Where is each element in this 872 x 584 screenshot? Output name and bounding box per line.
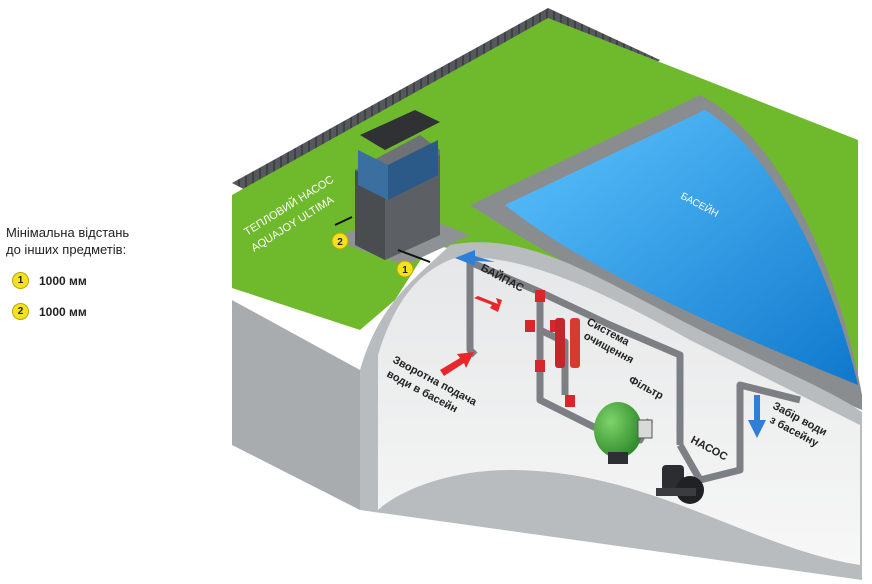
legend-item-2: 2 1000 мм xyxy=(6,303,206,320)
pipe-network xyxy=(466,258,801,484)
return-red-arrow xyxy=(440,352,474,376)
legend-title-line2: до інших предметів: xyxy=(6,242,127,257)
legend-title-line1: Мінімальна відстань xyxy=(6,225,130,240)
marker-2-label: 2 xyxy=(337,237,343,248)
marker-1: 1 xyxy=(396,260,414,278)
marker-1-label: 1 xyxy=(402,265,408,276)
distance-legend: Мінімальна відстань до інших предметів: … xyxy=(6,224,206,320)
marker-2: 2 xyxy=(331,232,349,250)
distance-arrow-1 xyxy=(397,249,431,263)
flow-arrows xyxy=(334,216,766,438)
inlet-red-arrow xyxy=(474,296,502,312)
legend-item-1: 1 1000 мм xyxy=(6,272,206,289)
bypass-arrow xyxy=(455,250,495,266)
marker-2-badge: 2 xyxy=(12,303,29,320)
intake-blue-arrow xyxy=(748,395,766,438)
water-pump xyxy=(656,465,704,504)
cleaning-system xyxy=(555,318,580,368)
front-left-wall xyxy=(232,300,360,510)
legend-item-2-value: 1000 мм xyxy=(39,304,87,319)
marker-1-badge: 1 xyxy=(12,272,29,289)
heat-pump-unit xyxy=(355,110,440,260)
sand-filter xyxy=(594,402,653,464)
legend-item-1-value: 1000 мм xyxy=(39,273,87,288)
pool-water xyxy=(505,110,858,385)
distance-arrow-2 xyxy=(334,216,353,226)
